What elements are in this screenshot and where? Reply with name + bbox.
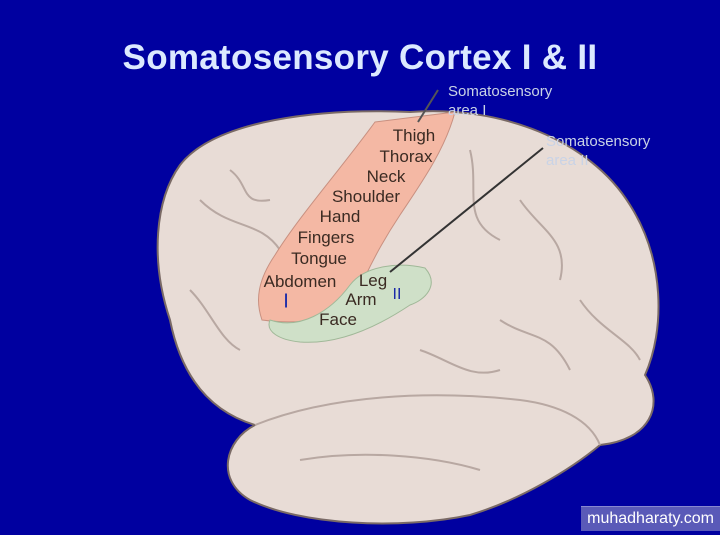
label-tongue: Tongue bbox=[291, 249, 347, 268]
label-hand: Hand bbox=[319, 207, 361, 226]
label-thorax: Thorax bbox=[379, 147, 433, 166]
label-neck: Neck bbox=[366, 167, 406, 186]
callout-line-area2 bbox=[389, 147, 544, 273]
label-fingers: Fingers bbox=[297, 228, 355, 247]
label-face: Face bbox=[319, 310, 357, 329]
brain-sulci bbox=[189, 149, 641, 471]
label-shoulder: Shoulder bbox=[331, 187, 401, 206]
label-abdomen: Abdomen bbox=[263, 272, 337, 291]
callout-area2: Somatosensory area II bbox=[546, 132, 650, 170]
slide-title: Somatosensory Cortex I & II bbox=[122, 38, 598, 77]
brain-outline bbox=[156, 110, 660, 525]
label-leg: Leg bbox=[358, 271, 388, 290]
watermark: muhadharaty.com bbox=[581, 506, 720, 531]
area1-numeral: I bbox=[283, 290, 289, 313]
callout-area1-line2: area I bbox=[448, 102, 487, 119]
callout-area2-line1: Somatosensory bbox=[546, 133, 651, 150]
callout-area2-line2: area II bbox=[546, 152, 589, 169]
callout-area1: Somatosensory area I bbox=[448, 82, 552, 120]
callout-line-area1 bbox=[417, 89, 439, 123]
area2-numeral: II bbox=[392, 286, 402, 303]
label-arm: Arm bbox=[345, 290, 377, 309]
area2-region bbox=[268, 264, 432, 343]
label-thigh: Thigh bbox=[392, 126, 436, 145]
callout-area1-line1: Somatosensory bbox=[448, 83, 553, 100]
